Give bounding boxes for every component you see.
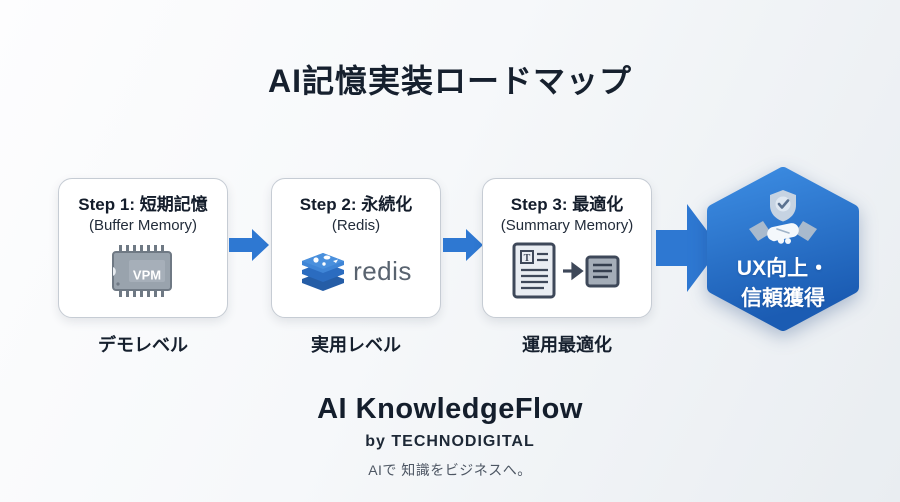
document-summary-icon: T (512, 242, 620, 299)
step-1-title: Step 1: 短期記憶 (78, 195, 208, 214)
step-card-3: Step 3: 最適化 (Summary Memory) T (482, 178, 652, 318)
outcome-badge (707, 167, 859, 331)
step-3-title: Step 3: 最適化 (510, 195, 624, 214)
level-label-1: デモレベル (98, 335, 188, 355)
step-3-icon-area: T (483, 236, 651, 317)
brand-byline: by TECHNODIGITAL (365, 433, 535, 450)
step-2-icon-area: redis (272, 236, 440, 317)
outcome-line-2: 信頼獲得 (741, 287, 825, 310)
outcome-text: UX向上・ 信頼獲得 (737, 254, 829, 315)
memory-chip-icon: VPM (112, 245, 172, 298)
outcome-line-1: UX向上・ (736, 256, 830, 280)
step-1-icon-area: VPM (59, 236, 227, 317)
step-2-subtitle: (Redis) (331, 217, 381, 235)
outcome-badge-content: UX向上・ 信頼獲得 (700, 165, 866, 333)
step-2-title: Step 2: 永続化 (299, 195, 413, 214)
flow-arrow-icon (443, 229, 483, 261)
level-label-3: 運用最適化 (522, 335, 612, 355)
brand-title: AI KnowledgeFlow (317, 393, 583, 425)
doc-letter: T (524, 253, 531, 264)
step-1-subtitle: (Buffer Memory) (88, 217, 198, 235)
redis-logo-icon (302, 253, 345, 292)
brand-tagline: AIで 知識をビジネスへ。 (368, 462, 532, 478)
step-card-1: Step 1: 短期記憶 (Buffer Memory) VPM (58, 178, 228, 318)
step-3-subtitle: (Summary Memory) (500, 217, 634, 235)
flow-arrow-icon (229, 229, 269, 261)
redis-wordmark: redis (353, 255, 412, 286)
step-card-2: Step 2: 永続化 (Redis) redis (271, 178, 441, 318)
footer: AI KnowledgeFlow by TECHNODIGITAL AIで 知識… (0, 393, 900, 480)
page-title: AI記憶実装ロードマップ (267, 63, 632, 99)
flow-arrow-large-icon (656, 204, 720, 292)
shield-handshake-icon (749, 189, 817, 244)
level-label-2: 実用レベル (311, 335, 401, 355)
chip-label: VPM (133, 268, 161, 283)
